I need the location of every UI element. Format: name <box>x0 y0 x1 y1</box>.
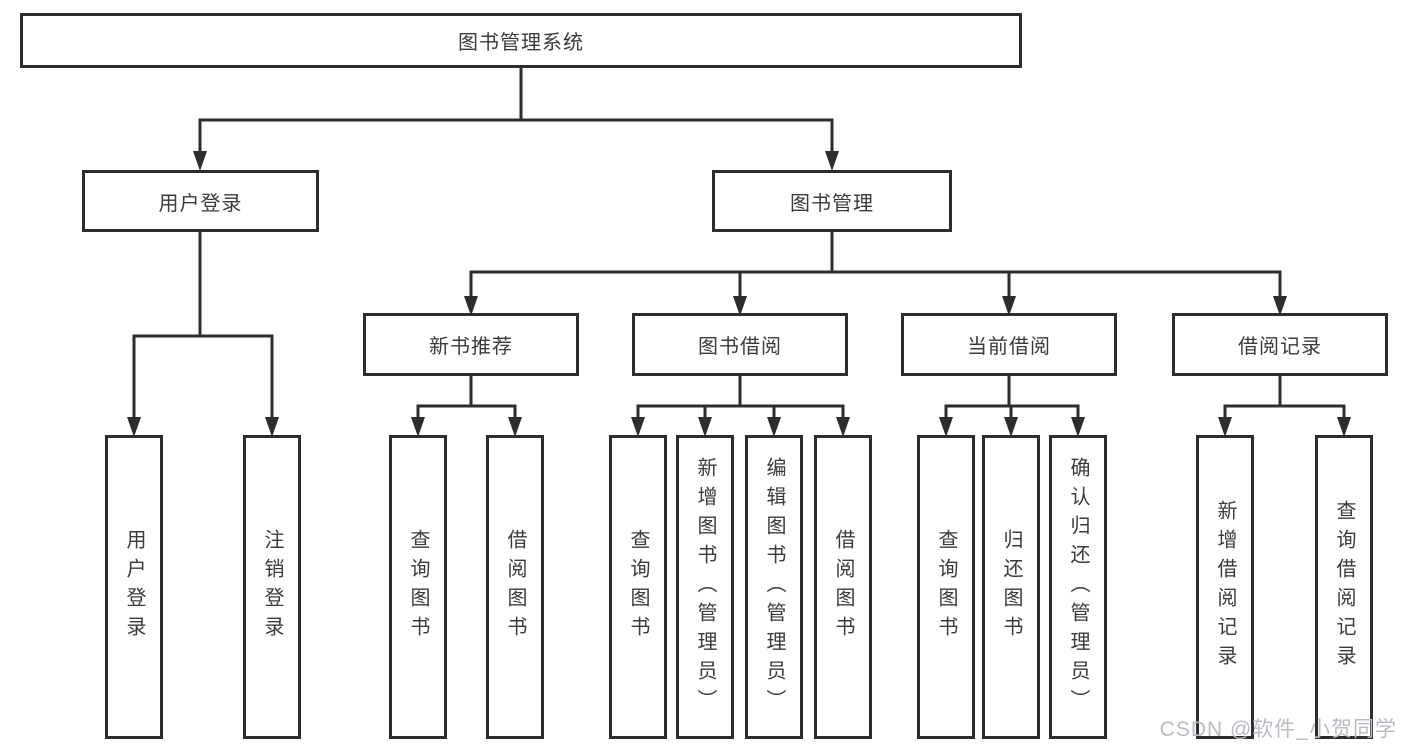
leaf-label: 注销登录 <box>261 529 283 645</box>
node-user-login: 用户登录 <box>82 170 319 232</box>
node-current-borrow: 当前借阅 <box>901 313 1117 376</box>
node-book-management: 图书管理 <box>712 170 952 232</box>
node-label: 新书推荐 <box>429 336 513 358</box>
connector-current-to-leaves <box>939 376 1085 437</box>
leaf-label: 查询借阅记录 <box>1333 500 1355 674</box>
arrow-down-icon <box>1337 417 1351 437</box>
arrow-down-icon <box>698 417 712 437</box>
leaf-label: 新增图书（管理员） <box>694 456 716 718</box>
arrow-down-icon <box>127 417 141 437</box>
node-label: 图书借阅 <box>698 336 782 358</box>
arrow-down-icon <box>1218 417 1232 437</box>
connector-root-to-level2 <box>193 68 839 171</box>
leaf-borrow-books: 借阅图书 <box>814 435 872 739</box>
arrow-down-icon <box>767 417 781 437</box>
leaf-confirm-return-admin: 确认归还（管理员） <box>1049 435 1107 739</box>
leaf-label: 归还图书 <box>1000 529 1022 645</box>
leaf-add-books-admin: 新增图书（管理员） <box>676 435 734 739</box>
leaf-query-borrow-record: 查询借阅记录 <box>1315 435 1373 739</box>
arrow-down-icon <box>464 296 478 316</box>
leaf-edit-books-admin: 编辑图书（管理员） <box>745 435 803 739</box>
leaf-logout: 注销登录 <box>243 435 301 739</box>
leaf-add-borrow-record: 新增借阅记录 <box>1196 435 1254 739</box>
leaf-user-login: 用户登录 <box>105 435 163 739</box>
node-library-management-system: 图书管理系统 <box>20 13 1022 68</box>
connector-borrow-to-leaves <box>631 376 850 437</box>
arrow-down-icon <box>1071 417 1085 437</box>
connector-management-to-level3 <box>464 232 1287 316</box>
arrow-down-icon <box>1004 417 1018 437</box>
node-label: 用户登录 <box>158 192 243 215</box>
arrow-down-icon <box>1002 296 1016 316</box>
node-label: 当前借阅 <box>967 336 1051 358</box>
csdn-watermark: CSDN @软件_小贺同学 <box>1159 718 1397 741</box>
arrow-down-icon <box>631 417 645 437</box>
connector-login-to-leaves <box>127 232 279 437</box>
node-label: 图书管理系统 <box>458 32 584 54</box>
leaf-borrow-books-recommend: 借阅图书 <box>486 435 544 739</box>
arrow-down-icon <box>939 417 953 437</box>
leaf-label: 借阅图书 <box>832 529 854 645</box>
node-label: 图书管理 <box>790 192 874 215</box>
connector-records-to-leaves <box>1218 376 1351 437</box>
node-new-book-recommend: 新书推荐 <box>363 313 579 376</box>
arrow-down-icon <box>836 417 850 437</box>
node-book-borrow: 图书借阅 <box>632 313 848 376</box>
node-label: 借阅记录 <box>1238 336 1322 358</box>
leaf-return-books: 归还图书 <box>982 435 1040 739</box>
arrow-down-icon <box>733 296 747 316</box>
arrow-down-icon <box>825 151 839 171</box>
node-borrow-records: 借阅记录 <box>1172 313 1388 376</box>
leaf-query-books-current: 查询图书 <box>917 435 975 739</box>
leaf-label: 确认归还（管理员） <box>1067 456 1089 718</box>
arrow-down-icon <box>193 151 207 171</box>
arrow-down-icon <box>265 417 279 437</box>
leaf-label: 用户登录 <box>123 529 145 645</box>
leaf-query-books-borrow: 查询图书 <box>609 435 667 739</box>
connector-newbook-to-leaves <box>411 376 522 437</box>
leaf-label: 查询图书 <box>627 529 649 645</box>
leaf-label: 编辑图书（管理员） <box>763 456 785 718</box>
arrow-down-icon <box>1273 296 1287 316</box>
leaf-label: 查询图书 <box>935 529 957 645</box>
arrow-down-icon <box>508 417 522 437</box>
leaf-label: 查询图书 <box>407 529 429 645</box>
leaf-label: 借阅图书 <box>504 529 526 645</box>
leaf-query-books-recommend: 查询图书 <box>389 435 447 739</box>
leaf-label: 新增借阅记录 <box>1214 500 1236 674</box>
arrow-down-icon <box>411 417 425 437</box>
